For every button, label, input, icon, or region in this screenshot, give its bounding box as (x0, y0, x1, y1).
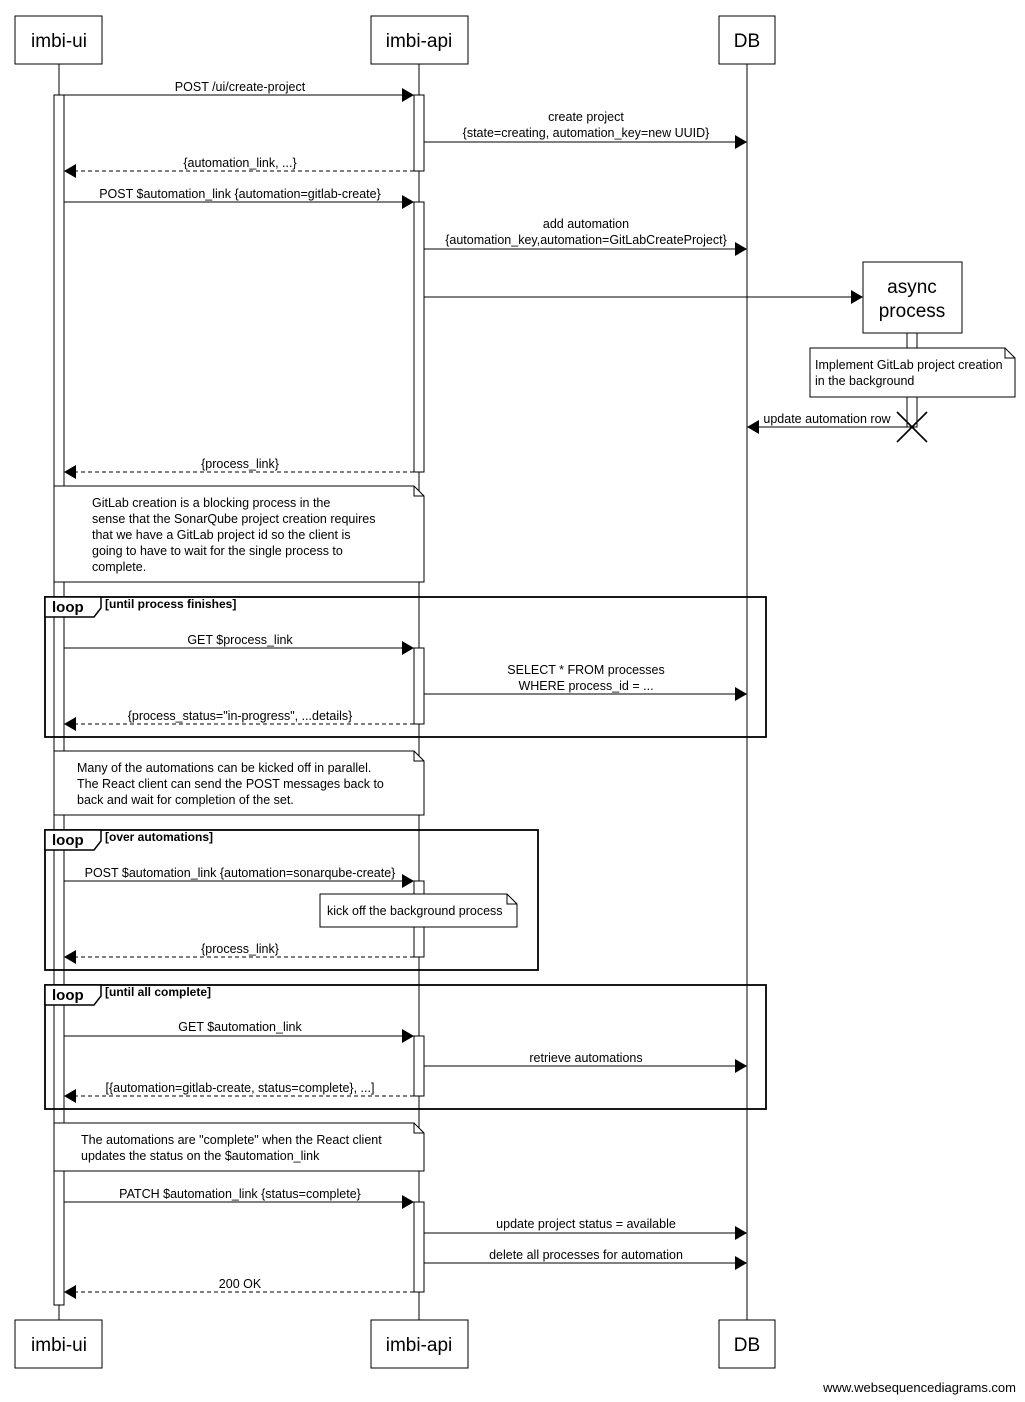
message: POST $automation_link {automation=gitlab… (64, 187, 414, 209)
note-line: sense that the SonarQube project creatio… (92, 512, 376, 526)
message: [{automation=gitlab-create, status=compl… (64, 1081, 414, 1103)
message-label: GET $automation_link (178, 1020, 302, 1034)
note: kick off the background process (319, 893, 518, 928)
message: delete all processes for automation (424, 1248, 747, 1270)
activation-imbi-api (413, 201, 425, 473)
loop-frame: loop [until process finishes] (44, 596, 767, 738)
participant-db-bottom: DB (718, 1319, 776, 1369)
participant-async-process: async process (862, 261, 963, 334)
note-line: going to have to wait for the single pro… (92, 544, 343, 558)
message: {process_status="in-progress", ...detail… (64, 709, 414, 731)
loop-tag: loop (52, 832, 84, 849)
message: {automation_link, ...} (64, 156, 414, 178)
message-label: SELECT * FROM processes (507, 663, 664, 677)
note-line: GitLab creation is a blocking process in… (92, 496, 330, 510)
participant-label: imbi-api (386, 31, 453, 52)
message-label: delete all processes for automation (489, 1248, 683, 1262)
note: GitLab creation is a blocking process in… (53, 485, 425, 583)
message-label: POST /ui/create-project (175, 80, 306, 94)
note: Many of the automations can be kicked of… (53, 750, 425, 816)
participant-imbi-ui-bottom: imbi-ui (14, 1319, 103, 1369)
message-label: retrieve automations (529, 1051, 642, 1065)
message: PATCH $automation_link {status=complete} (64, 1187, 414, 1209)
activation-imbi-api (413, 647, 425, 725)
message: update automation row (747, 412, 907, 434)
participant-label: imbi-ui (31, 1335, 87, 1356)
note-line: updates the status on the $automation_li… (81, 1149, 320, 1163)
message: 200 OK (64, 1277, 414, 1299)
note-line: The automations are "complete" when the … (81, 1133, 382, 1147)
message-label: {state=creating, automation_key=new UUID… (463, 126, 710, 140)
loop-guard: [until process finishes] (105, 597, 236, 611)
activation-imbi-ui (53, 94, 65, 1306)
note-line: Many of the automations can be kicked of… (77, 761, 371, 775)
message-label: {automation_link, ...} (183, 156, 296, 170)
footer-credit: www.websequencediagrams.com (822, 1380, 1016, 1395)
loop-tag: loop (52, 599, 84, 616)
message-label: POST $automation_link {automation=gitlab… (99, 187, 381, 201)
message-label: {process_status="in-progress", ...detail… (128, 709, 353, 723)
message-label: {automation_key,automation=GitLabCreateP… (445, 233, 727, 247)
activation-imbi-api (413, 1201, 425, 1293)
activation-imbi-api (413, 94, 425, 172)
message: POST $automation_link {automation=sonarq… (64, 866, 414, 888)
participant-db-top: DB (718, 15, 776, 65)
message: update project status = available (424, 1217, 747, 1240)
message-label: {process_link} (201, 942, 279, 956)
message-label: update automation row (763, 412, 891, 426)
participant-label: process (879, 301, 946, 322)
loop-frame: loop [until all complete] (44, 984, 767, 1110)
note-line: Implement GitLab project creation (815, 358, 1003, 372)
message-label: {process_link} (201, 457, 279, 471)
loop-guard: [until all complete] (105, 985, 211, 999)
note: Implement GitLab project creation in the… (809, 347, 1016, 398)
destroy-x-icon (896, 411, 928, 443)
participant-label: imbi-api (386, 1335, 453, 1356)
message-label: 200 OK (219, 1277, 262, 1291)
note: The automations are "complete" when the … (53, 1122, 425, 1172)
message: GET $automation_link (64, 1020, 414, 1043)
message-label: GET $process_link (187, 633, 293, 647)
activation-imbi-api (413, 1035, 425, 1097)
message-label: PATCH $automation_link {status=complete} (119, 1187, 361, 1201)
message: create project {state=creating, automati… (424, 110, 747, 149)
participant-label: async (887, 277, 937, 298)
message: add automation {automation_key,automatio… (424, 217, 747, 256)
message: {process_link} (64, 942, 414, 964)
message-label: add automation (543, 217, 629, 231)
note-line: that we have a GitLab project id so the … (92, 528, 350, 542)
message: SELECT * FROM processes WHERE process_id… (424, 663, 747, 701)
participant-imbi-api-bottom: imbi-api (370, 1319, 469, 1369)
note-line: in the background (815, 374, 914, 388)
message: GET $process_link (64, 633, 414, 655)
note-line: The React client can send the POST messa… (77, 777, 384, 791)
message: {process_link} (64, 457, 414, 479)
loop-guard: [over automations] (105, 830, 213, 844)
note-line: complete. (92, 560, 146, 574)
message-label: WHERE process_id = ... (518, 679, 653, 693)
participant-label: DB (734, 31, 760, 52)
note-line: back and wait for completion of the set. (77, 793, 294, 807)
message-label: POST $automation_link {automation=sonarq… (85, 866, 396, 880)
message-label: [{automation=gitlab-create, status=compl… (106, 1081, 375, 1095)
loop-frame: loop [over automations] (44, 829, 539, 971)
participant-label: DB (734, 1335, 760, 1356)
message: retrieve automations (424, 1051, 747, 1073)
message-label: create project (548, 110, 624, 124)
message: POST /ui/create-project (64, 80, 414, 102)
loop-tag: loop (52, 987, 84, 1004)
note-line: kick off the background process (327, 904, 503, 918)
participant-imbi-ui-top: imbi-ui (14, 15, 103, 65)
participant-label: imbi-ui (31, 31, 87, 52)
participant-imbi-api-top: imbi-api (370, 15, 469, 65)
message-label: update project status = available (496, 1217, 676, 1231)
